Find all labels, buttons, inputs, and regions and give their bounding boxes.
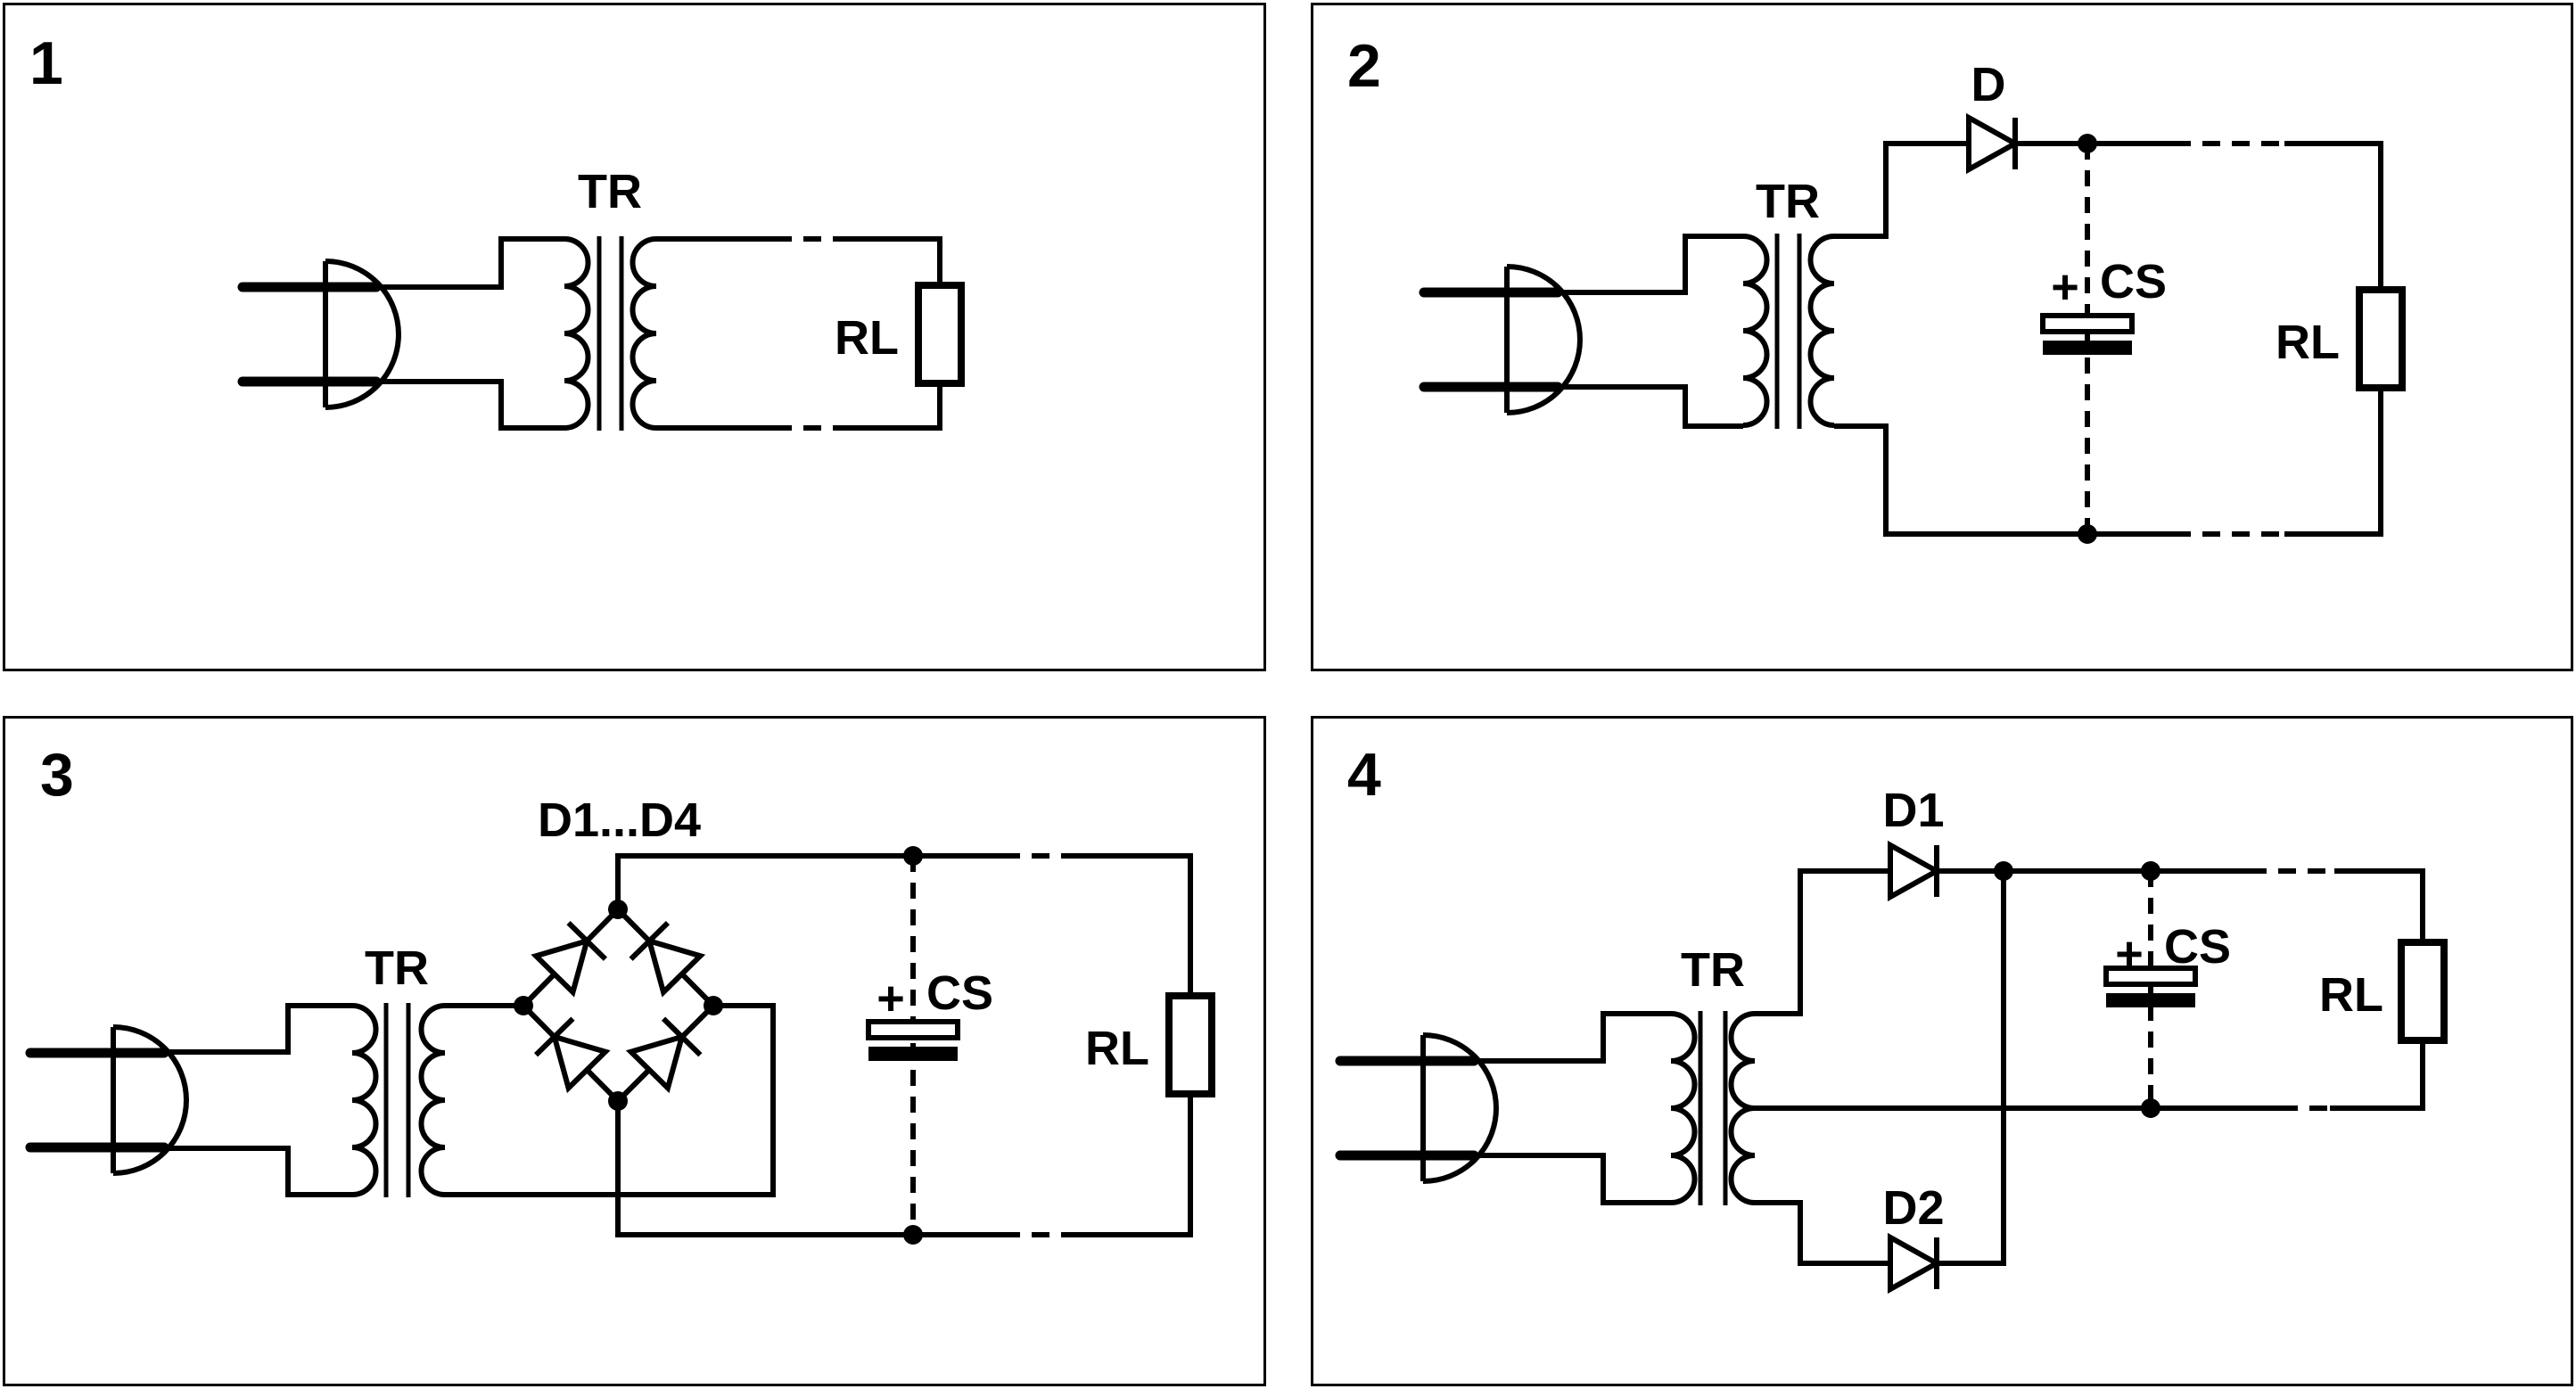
- mains-plug-icon: [243, 261, 399, 407]
- junction-dot: [608, 900, 628, 919]
- junction-dot: [514, 996, 533, 1015]
- transformer-symbol: [1671, 1011, 1755, 1205]
- primary-winding: [1671, 1014, 1695, 1203]
- primary-wires: [1558, 234, 1743, 429]
- panel-border: [3, 716, 1266, 1386]
- junction-dot: [704, 996, 723, 1015]
- circuit-diagram-bridge-rectifier: 3 TR D1...D4 + CS RL: [3, 716, 1266, 1386]
- capacitor-polarity-sign: +: [2115, 927, 2144, 981]
- panel-border: [3, 3, 1266, 671]
- transformer-symbol: [1743, 234, 1834, 429]
- load-resistor-symbol: [918, 285, 961, 383]
- diode1-label: D1: [1882, 784, 1944, 837]
- diode-label: D: [1971, 58, 2006, 111]
- junction-dot: [2078, 134, 2097, 153]
- bridge-diamond: [519, 905, 718, 1105]
- transformer-symbol: [564, 236, 656, 431]
- primary-winding: [352, 1006, 376, 1195]
- load-label: RL: [2276, 316, 2340, 369]
- capacitor-polarity-sign: +: [876, 972, 905, 1025]
- capacitor-label: CS: [2100, 255, 2167, 308]
- panel-number: 3: [40, 741, 74, 809]
- diode-symbol-d1: [1890, 845, 1937, 897]
- diode2-label: D2: [1882, 1181, 1944, 1235]
- junction-dot: [903, 846, 923, 866]
- transformer-core: [597, 236, 624, 431]
- transformer-label: TR: [1681, 943, 1745, 997]
- load-resistor-symbol: [2359, 290, 2402, 388]
- primary-winding: [1743, 236, 1767, 425]
- junction-dot: [903, 1225, 923, 1245]
- mains-plug-icon: [1424, 267, 1580, 413]
- secondary-winding: [1811, 236, 1835, 425]
- panel-border: [1311, 3, 2573, 671]
- load-label: RL: [1085, 1022, 1149, 1075]
- diode-symbol: [1969, 118, 2015, 169]
- circuit-diagram-half-wave-rectifier: 2 TR D + CS RL: [1311, 3, 2573, 671]
- secondary-wires: [656, 236, 942, 431]
- dashed-wires: [2173, 141, 2284, 537]
- transformer-label: TR: [578, 165, 642, 218]
- mains-plug-icon: [1340, 1035, 1496, 1181]
- primary-wires: [1474, 1011, 1671, 1205]
- mains-plug-icon: [30, 1027, 186, 1173]
- bridge-label: D1...D4: [538, 793, 701, 847]
- load-resistor-symbol: [1169, 996, 1212, 1094]
- load-label: RL: [2319, 968, 2383, 1022]
- diode-symbol-d2: [1890, 1237, 1937, 1289]
- transformer-core: [1698, 1011, 1728, 1205]
- capacitor-label: CS: [2164, 920, 2231, 974]
- primary-winding: [564, 239, 588, 428]
- capacitor-symbol: [868, 1022, 958, 1061]
- load-label: RL: [835, 311, 899, 365]
- secondary-winding: [422, 1006, 446, 1195]
- circuit-panel-4: 4 TR D1 D2 + CS RL: [1311, 716, 2573, 1386]
- junction-dot: [2141, 861, 2160, 881]
- junction-dot: [608, 1091, 628, 1111]
- panel-number: 2: [1347, 32, 1381, 100]
- secondary-winding: [633, 239, 657, 428]
- transformer-core: [1774, 234, 1802, 429]
- transformer-label: TR: [365, 941, 429, 995]
- capacitor-label: CS: [926, 966, 993, 1020]
- circuit-wires: [445, 853, 1193, 1237]
- circuit-diagram-center-tap-rectifier: 4 TR D1 D2 + CS RL: [1311, 716, 2573, 1386]
- transformer-core: [383, 1003, 411, 1197]
- panel-number: 4: [1347, 741, 1381, 809]
- transformer-symbol: [352, 1003, 445, 1197]
- panel-number: 1: [29, 29, 63, 97]
- dashed-wires: [774, 236, 850, 431]
- junction-dot: [2078, 524, 2097, 544]
- junction-dot: [2141, 1098, 2160, 1118]
- circuit-panel-2: 2 TR D + CS RL: [1311, 3, 2573, 671]
- transformer-label: TR: [1756, 175, 1820, 228]
- capacitor-polarity-sign: +: [2051, 260, 2079, 314]
- panel-border: [1311, 716, 2573, 1386]
- primary-wires: [376, 236, 564, 431]
- bridge-rectifier-symbol: [514, 900, 723, 1111]
- circuit-panel-3: 3 TR D1...D4 + CS RL: [3, 716, 1266, 1386]
- primary-wires: [164, 1003, 352, 1197]
- junction-dot: [1994, 861, 2013, 881]
- circuit-diagram-transformer-only: 1 TR RL: [3, 3, 1266, 671]
- dashed-wires: [2249, 868, 2334, 1111]
- circuit-wires: [1755, 868, 2425, 1266]
- circuit-panel-1: 1 TR RL: [3, 3, 1266, 671]
- secondary-winding-center-tapped: [1732, 1014, 1756, 1203]
- dashed-wires: [1002, 853, 1078, 1237]
- load-resistor-symbol: [2401, 942, 2444, 1040]
